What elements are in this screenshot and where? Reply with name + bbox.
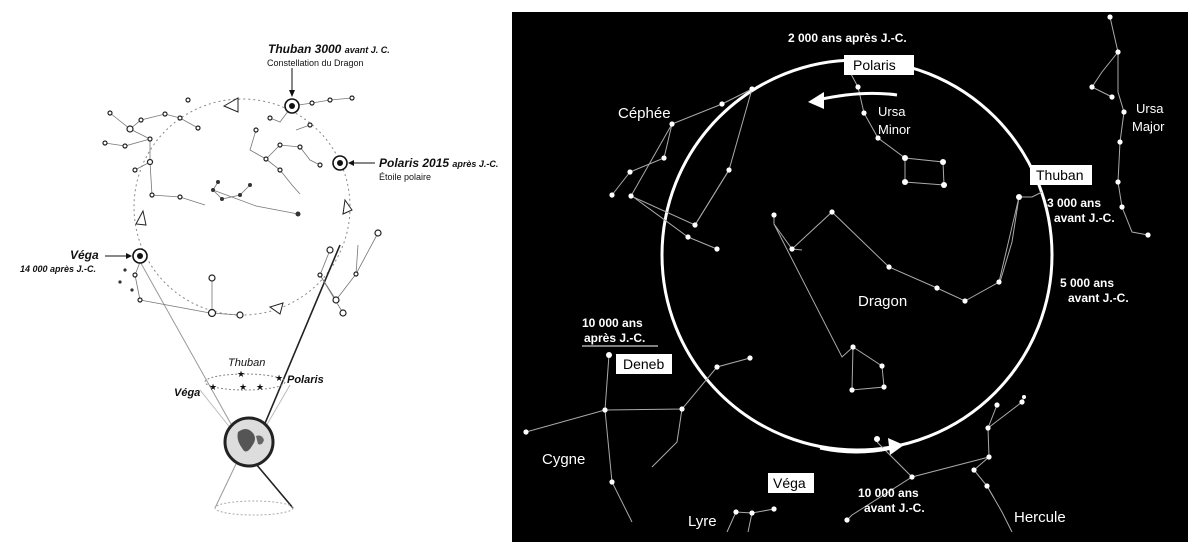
ursa-minor-label-1: Ursa: [878, 104, 906, 119]
lower-cone-left: [214, 463, 237, 509]
label-10000-avant-line2: avant J.-C.: [864, 501, 925, 515]
small-precession-ellipse: [204, 373, 286, 391]
vega-box: [768, 473, 814, 493]
cone-line-right: [257, 244, 341, 441]
direction-arrow-top-line: [816, 91, 898, 102]
label-10000-avant-line1: 10 000 ans: [858, 486, 919, 500]
deneb-label: Deneb: [623, 356, 664, 372]
direction-arrow-left: [135, 209, 147, 226]
thuban-label: Thuban: [1036, 167, 1083, 183]
ursa-major-label-1: Ursa: [1136, 101, 1164, 116]
ursa-minor-label-2: Minor: [878, 122, 911, 137]
ursa-major-label-2: Major: [1132, 119, 1165, 134]
thuban-box: [1030, 165, 1092, 185]
precession-circle-white: [660, 58, 1054, 452]
precession-cone-diagram: ★ ★ ★ ★ ★ Thuban 3000 avant J. C. Conste…: [20, 42, 498, 516]
vega-marker: [132, 248, 148, 264]
constellation-lines: [525, 16, 1149, 533]
label-10000-apres-line2: après J.-C.: [584, 331, 645, 345]
small-vega-label: Véga: [174, 387, 200, 399]
small-star-2: ★: [209, 382, 217, 392]
label-10000-apres-line1: 10 000 ans: [582, 316, 643, 330]
small-star-5: ★: [275, 373, 283, 383]
thuban-title: Thuban 3000 avant J. C.: [268, 42, 390, 56]
direction-arrow-bottom-head: [888, 438, 904, 455]
polaris-marker: [332, 155, 348, 171]
cygne-label: Cygne: [542, 451, 585, 468]
vega-arrowhead: [126, 253, 132, 259]
dragon-label: Dragon: [858, 293, 907, 310]
label-3000-line1: 3 000 ans: [1047, 196, 1101, 210]
label-3000-line2: avant J.-C.: [1054, 211, 1115, 225]
label-5000-line1: 5 000 ans: [1060, 276, 1114, 290]
thuban-marker: [284, 98, 300, 114]
cone-line-left: [137, 257, 241, 441]
polaris-arrowhead: [348, 160, 354, 166]
left-diagram: ★ ★ ★ ★ ★ Thuban 3000 avant J. C. Conste…: [0, 0, 510, 549]
label-2000-apres: 2 000 ans après J.-C.: [788, 31, 907, 45]
small-star-1: ★: [237, 369, 245, 379]
earth-continent: [237, 429, 255, 452]
vega-title: Véga: [70, 248, 99, 262]
direction-arrow-bottom: [268, 302, 284, 315]
starmap-svg: Polaris Thuban Deneb Véga 2 000 ans aprè…: [523, 14, 1165, 533]
left-dark-stars: [118, 180, 301, 292]
small-thuban-label: Thuban: [228, 357, 265, 369]
thuban-subtitle: Constellation du Dragon: [267, 58, 364, 68]
lyre-label: Lyre: [688, 513, 717, 530]
polaris-label: Polaris: [853, 57, 896, 73]
small-polaris-label: Polaris: [287, 374, 324, 386]
thuban-arrowhead: [289, 90, 295, 97]
vega-label: Véga: [773, 475, 806, 491]
polaris-box: [844, 55, 914, 75]
lower-cone-right: [255, 463, 294, 509]
right-starmap: Polaris Thuban Deneb Véga 2 000 ans aprè…: [512, 12, 1188, 542]
direction-arrow-right: [342, 198, 353, 215]
left-stars: [102, 95, 382, 319]
small-star-3: ★: [239, 382, 247, 392]
vega-subtitle: 14 000 après J.-C.: [20, 264, 96, 274]
deneb-box: [616, 354, 672, 374]
left-constellation-lines: [104, 97, 379, 316]
label-5000-line2: avant J.-C.: [1068, 291, 1129, 305]
polaris-title: Polaris 2015 après J.-C.: [379, 156, 498, 170]
direction-arrow-top: [222, 97, 239, 113]
direction-arrow-bottom-line: [819, 446, 893, 454]
cephee-label: Céphée: [618, 105, 671, 122]
earth-continent-2: [256, 435, 264, 445]
direction-arrow-top-head: [808, 92, 824, 109]
polaris-subtitle: Étoile polaire: [379, 172, 431, 182]
starmap-stars: [523, 14, 1151, 523]
hercule-label: Hercule: [1014, 509, 1066, 526]
precession-circle: [133, 98, 351, 316]
small-star-4: ★: [256, 382, 264, 392]
lower-cone-ellipse: [214, 500, 294, 516]
